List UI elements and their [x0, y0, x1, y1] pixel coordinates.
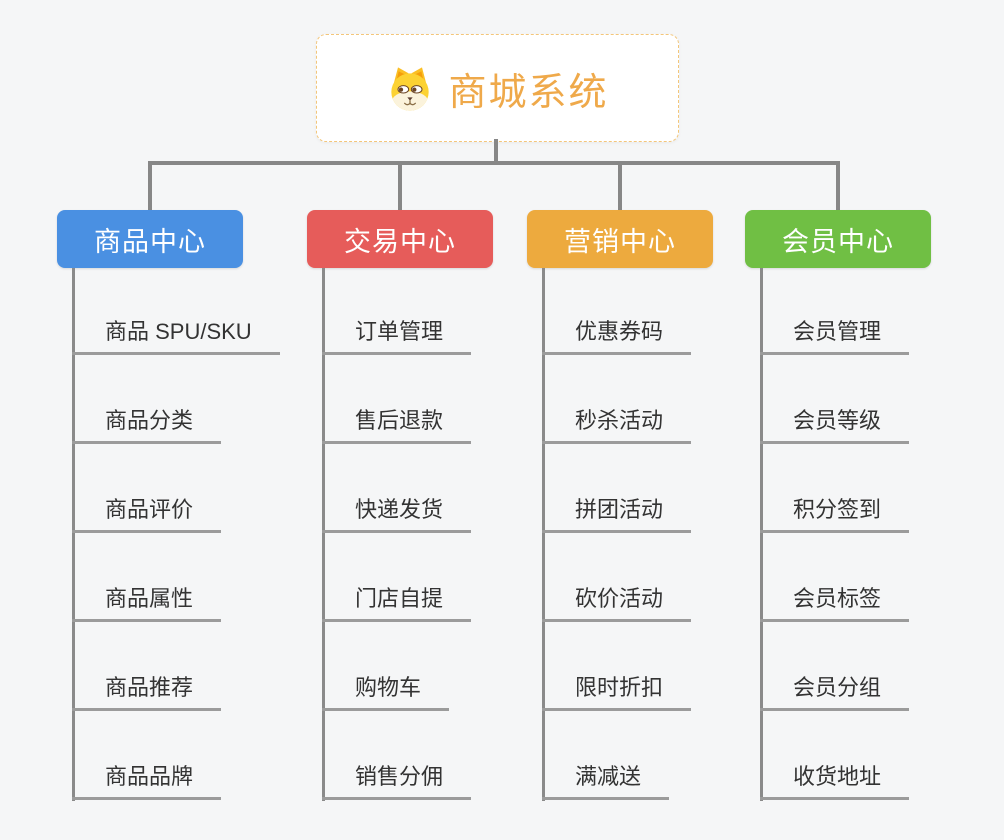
child-node[interactable]: 砍价活动 — [542, 580, 692, 622]
child-node[interactable]: 会员分组 — [760, 669, 910, 711]
connector-drop-2 — [398, 163, 402, 211]
branch-product-center: 商品中心 商品 SPU/SKU 商品分类 商品评价 商品属性 商品推荐 商品品牌 — [57, 210, 280, 830]
dog-face-icon — [391, 67, 430, 111]
branch-node-trade-center[interactable]: 交易中心 — [307, 210, 493, 268]
branch-label: 商品中心 — [94, 226, 206, 257]
branch-trunk-line — [542, 268, 545, 801]
root-node-label: 商城系统 — [448, 71, 609, 114]
child-node[interactable]: 售后退款 — [322, 402, 472, 444]
child-node[interactable]: 收货地址 — [760, 758, 910, 800]
child-node[interactable]: 商品推荐 — [72, 669, 222, 711]
connector-drop-1 — [148, 163, 152, 211]
connector-drop-3 — [618, 163, 622, 211]
child-node[interactable]: 快递发货 — [322, 491, 472, 533]
branch-children: 会员管理 会员等级 积分签到 会员标签 会员分组 收货地址 — [760, 313, 910, 800]
connector-bus — [148, 161, 840, 165]
child-node[interactable]: 会员管理 — [760, 313, 910, 355]
branch-node-member-center[interactable]: 会员中心 — [745, 210, 931, 268]
branch-node-product-center[interactable]: 商品中心 — [57, 210, 243, 268]
child-node[interactable]: 会员等级 — [760, 402, 910, 444]
child-node[interactable]: 满减送 — [542, 758, 670, 800]
child-node[interactable]: 商品评价 — [72, 491, 222, 533]
branch-label: 会员中心 — [782, 226, 894, 257]
branch-children: 优惠券码 秒杀活动 拼团活动 砍价活动 限时折扣 满减送 — [542, 313, 692, 800]
branch-trunk-line — [760, 268, 763, 801]
branch-marketing-center: 营销中心 优惠券码 秒杀活动 拼团活动 砍价活动 限时折扣 满减送 — [527, 210, 713, 830]
child-node[interactable]: 商品 SPU/SKU — [72, 313, 280, 355]
branch-node-marketing-center[interactable]: 营销中心 — [527, 210, 713, 268]
connector-drop-4 — [836, 163, 840, 211]
branch-trade-center: 交易中心 订单管理 售后退款 快递发货 门店自提 购物车 销售分佣 — [307, 210, 493, 830]
child-node[interactable]: 商品分类 — [72, 402, 222, 444]
child-node[interactable]: 会员标签 — [760, 580, 910, 622]
child-node[interactable]: 积分签到 — [760, 491, 910, 533]
branch-label: 交易中心 — [344, 226, 456, 257]
child-node[interactable]: 秒杀活动 — [542, 402, 692, 444]
branch-trunk-line — [322, 268, 325, 801]
branch-trunk-line — [72, 268, 75, 801]
child-node[interactable]: 购物车 — [322, 669, 450, 711]
branch-label: 营销中心 — [564, 226, 676, 257]
child-node[interactable]: 限时折扣 — [542, 669, 692, 711]
branch-children: 订单管理 售后退款 快递发货 门店自提 购物车 销售分佣 — [322, 313, 472, 800]
branch-member-center: 会员中心 会员管理 会员等级 积分签到 会员标签 会员分组 收货地址 — [745, 210, 931, 830]
child-node[interactable]: 拼团活动 — [542, 491, 692, 533]
root-node-mall-system[interactable]: 商城系统 — [316, 34, 679, 142]
child-node[interactable]: 门店自提 — [322, 580, 472, 622]
child-node[interactable]: 优惠券码 — [542, 313, 692, 355]
connector-root-stub — [494, 139, 498, 163]
child-node[interactable]: 销售分佣 — [322, 758, 472, 800]
child-node[interactable]: 商品品牌 — [72, 758, 222, 800]
child-node[interactable]: 商品属性 — [72, 580, 222, 622]
child-node[interactable]: 订单管理 — [322, 313, 472, 355]
branch-children: 商品 SPU/SKU 商品分类 商品评价 商品属性 商品推荐 商品品牌 — [72, 313, 280, 800]
